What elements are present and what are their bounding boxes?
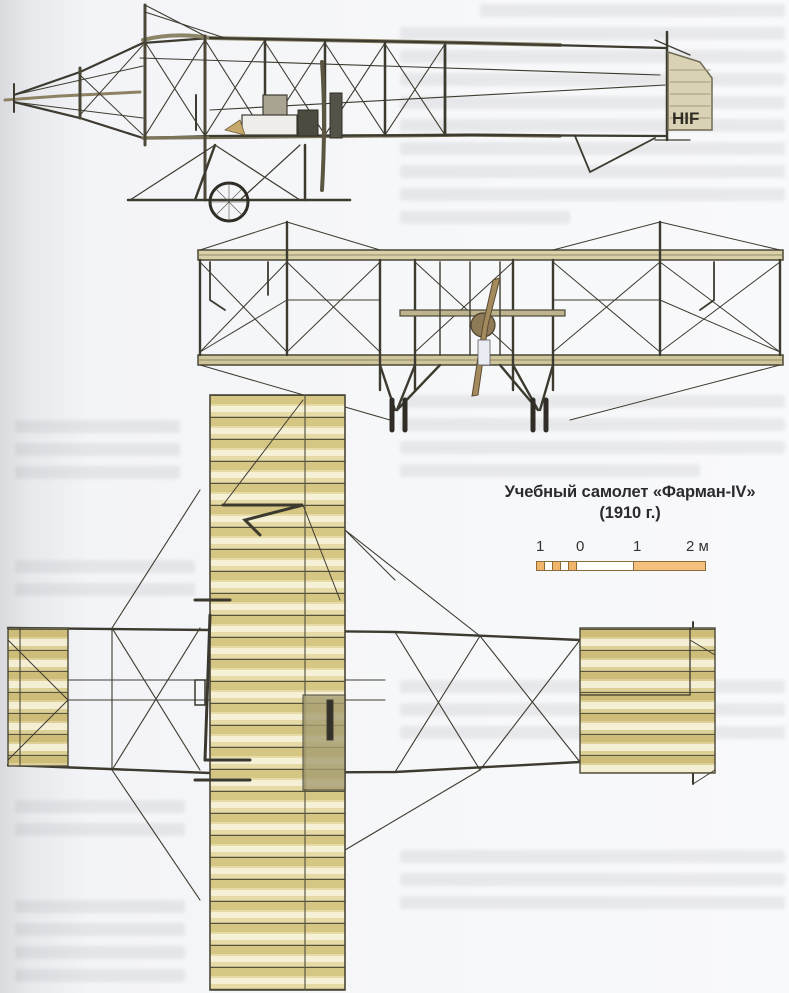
- scale-segment: [569, 562, 577, 570]
- figure-subtitle: (1910 г.): [599, 504, 661, 522]
- figure-title: Учебный самолет «Фарман-IV»: [504, 483, 756, 501]
- front-elevator: [3, 90, 142, 102]
- scale-segment: [537, 562, 545, 570]
- propeller: [320, 60, 326, 192]
- scale-segment: [577, 562, 634, 570]
- rudder-marking: HIF: [672, 109, 699, 128]
- scale-segment: [545, 562, 553, 570]
- front-view: [197, 220, 784, 433]
- figure-caption: Учебный самолет «Фарман-IV» (1910 г.): [480, 482, 780, 524]
- rudder: [667, 50, 713, 131]
- engine: [297, 109, 319, 137]
- scale-tick-label: 2 м: [686, 538, 709, 555]
- nacelle-top: [302, 694, 346, 791]
- scale-tick-label: 1: [633, 538, 642, 555]
- scale-bar: 1 0 1 2 м: [536, 538, 716, 578]
- scale-segment: [553, 562, 561, 570]
- tail-plane: [579, 627, 716, 774]
- scale-bar-segments: [536, 561, 706, 571]
- top-view: [6, 394, 716, 991]
- front-elevator-top: [7, 627, 69, 767]
- scale-segment: [561, 562, 569, 570]
- main-wing-top: [209, 394, 346, 991]
- propeller-front: [471, 277, 501, 397]
- scale-segment: [634, 562, 705, 570]
- scale-tick-label: 0: [576, 538, 585, 555]
- side-view: HIF: [3, 3, 713, 223]
- scale-tick-label: 1: [536, 538, 545, 555]
